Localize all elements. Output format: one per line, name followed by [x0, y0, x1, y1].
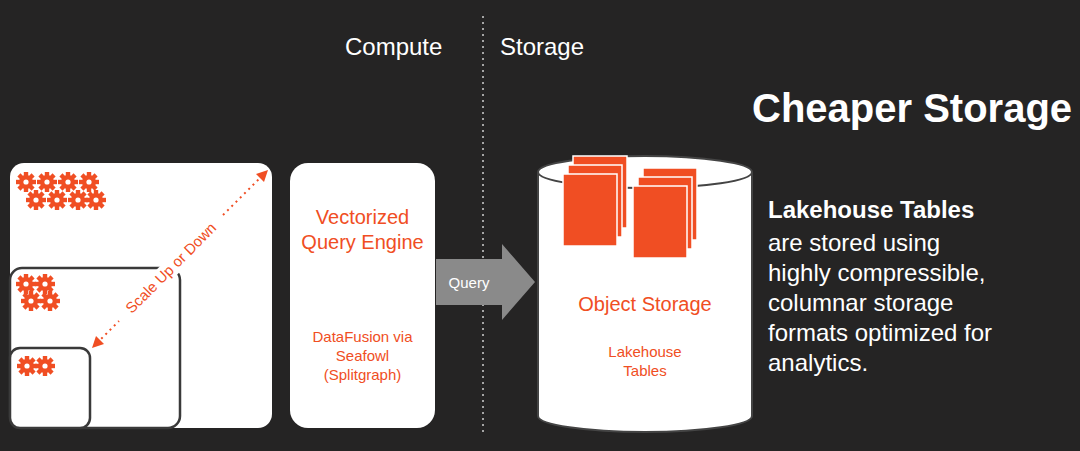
gear-icon: [86, 190, 106, 210]
gear-icon: [35, 356, 55, 376]
node-heading: Vectorized Query Engine: [300, 205, 425, 255]
body-heading: Lakehouse Tables: [768, 196, 974, 225]
table-file-icon: [563, 174, 617, 246]
node-heading: Object Storage: [550, 292, 740, 317]
section-heading: Storage: [500, 33, 584, 62]
gear-icon: [40, 291, 60, 311]
scale-arrowhead: [256, 170, 268, 182]
section-heading: Compute: [345, 33, 442, 62]
gear-icon: [16, 172, 36, 192]
gear-icon: [79, 172, 99, 192]
gear-icon: [17, 356, 37, 376]
query-arrow: [436, 244, 535, 320]
large-compute-box: [10, 163, 272, 428]
gear-icon: [47, 190, 67, 210]
gear-icon: [37, 172, 57, 192]
small-compute-box: [10, 348, 90, 428]
gear-icon: [21, 291, 41, 311]
gear-icon: [58, 172, 78, 192]
table-file-icon: [633, 186, 687, 258]
compute-storage-divider: [482, 16, 484, 436]
scale-dotted-line: [97, 176, 262, 343]
node-subtext: DataFusion via Seafowl (Splitgraph): [307, 328, 419, 384]
slide-title: Cheaper Storage: [752, 86, 1072, 131]
node-subtext: Lakehouse Tables: [595, 343, 695, 381]
gear-icon: [68, 190, 88, 210]
storage-cylinder: Object StorageLakehouse Tables: [535, 152, 755, 434]
gear-icon: [26, 190, 46, 210]
edge-label: Query: [447, 274, 492, 291]
engine-box: Vectorized Query EngineDataFusion via Se…: [290, 163, 435, 428]
body-text: are stored using highly compressible, co…: [768, 228, 1006, 378]
gear-icons: [16, 172, 106, 376]
scale-arrowhead: [92, 336, 104, 348]
